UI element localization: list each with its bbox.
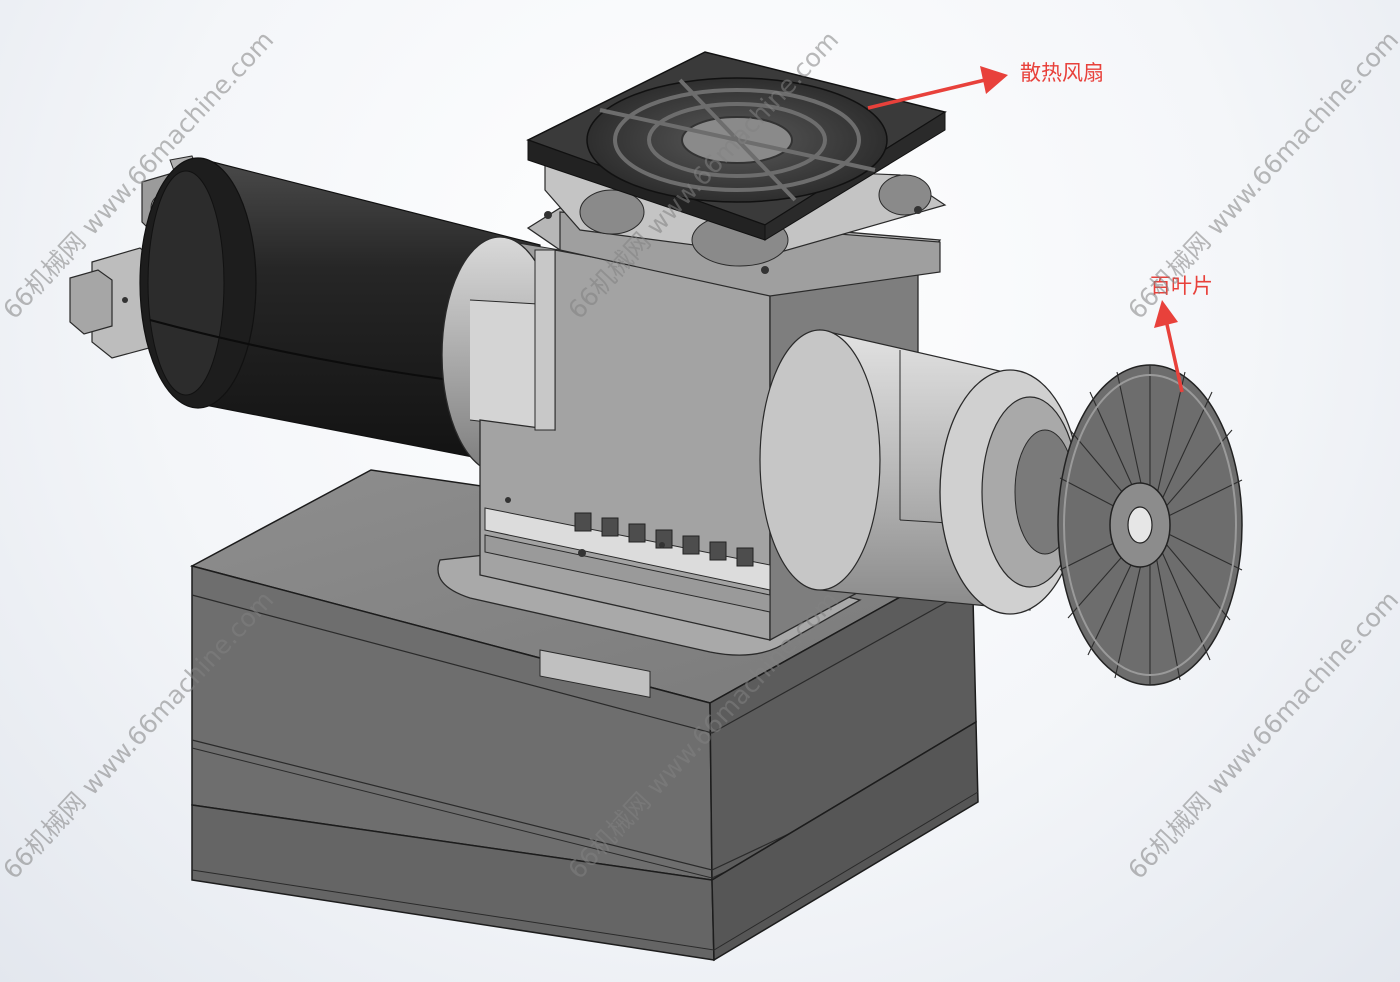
callout-cooling-fan: 散热风扇 bbox=[1020, 61, 1104, 85]
callout-flap-disc: 百叶片 bbox=[1150, 274, 1213, 298]
flap-disc bbox=[1057, 364, 1243, 686]
vent-slots bbox=[484, 497, 771, 698]
output-spindle bbox=[759, 329, 1081, 615]
callout-arrows bbox=[867, 66, 1184, 393]
cooling-fan bbox=[526, 51, 947, 297]
